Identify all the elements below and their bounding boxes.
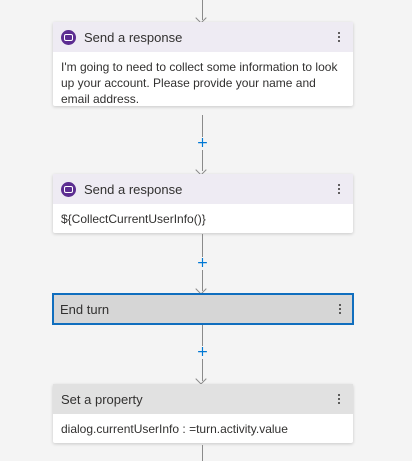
send-response-node-2[interactable]: Send a response ${CollectCurrentUserInfo…	[53, 174, 353, 233]
node-title: Set a property	[61, 391, 143, 407]
more-options-icon[interactable]	[334, 304, 346, 314]
more-options-icon[interactable]	[333, 394, 345, 404]
more-options-icon[interactable]	[333, 32, 345, 42]
add-icon[interactable]: +	[196, 344, 209, 360]
add-icon[interactable]: +	[196, 135, 209, 151]
bot-icon	[61, 181, 76, 197]
bot-icon	[61, 29, 76, 45]
node-header: Set a property	[53, 384, 353, 414]
node-header: Send a response	[53, 174, 353, 204]
add-icon[interactable]: +	[196, 255, 209, 271]
node-body: ${CollectCurrentUserInfo()}	[61, 212, 206, 226]
node-title: Send a response	[84, 181, 183, 197]
node-body: I'm going to need to collect some inform…	[61, 60, 338, 106]
set-property-node[interactable]: Set a property dialog.currentUserInfo : …	[53, 384, 353, 443]
more-options-icon[interactable]	[333, 184, 345, 194]
send-response-node-1[interactable]: Send a response I'm going to need to col…	[53, 22, 353, 106]
connector-line	[202, 445, 203, 461]
node-title: Send a response	[84, 29, 183, 45]
connector-line	[202, 0, 203, 20]
node-title: End turn	[60, 301, 110, 317]
end-turn-node[interactable]: End turn	[52, 293, 354, 325]
node-body: dialog.currentUserInfo : =turn.activity.…	[61, 422, 288, 436]
node-header: Send a response	[53, 22, 353, 52]
